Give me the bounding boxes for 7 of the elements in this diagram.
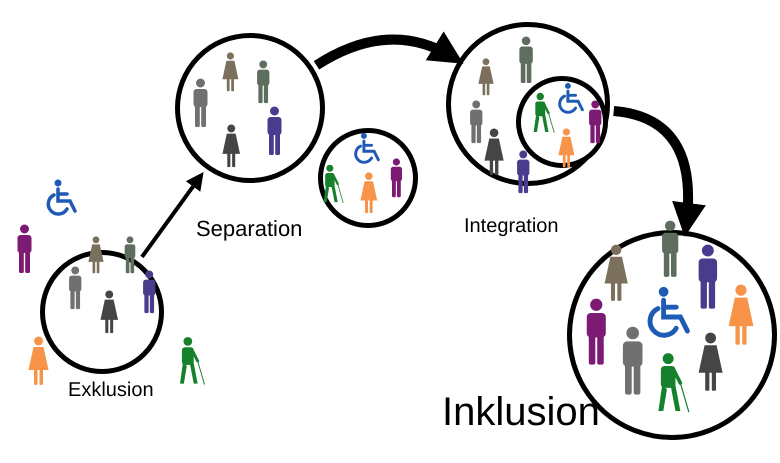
stage-label: Inklusion [442,392,600,432]
arrow [613,106,706,237]
stage-label: Exklusion [68,380,154,400]
arrow [140,172,204,258]
arrow [314,32,464,70]
stage-label: Integration [464,216,559,236]
stage-label: Separation [196,218,302,240]
